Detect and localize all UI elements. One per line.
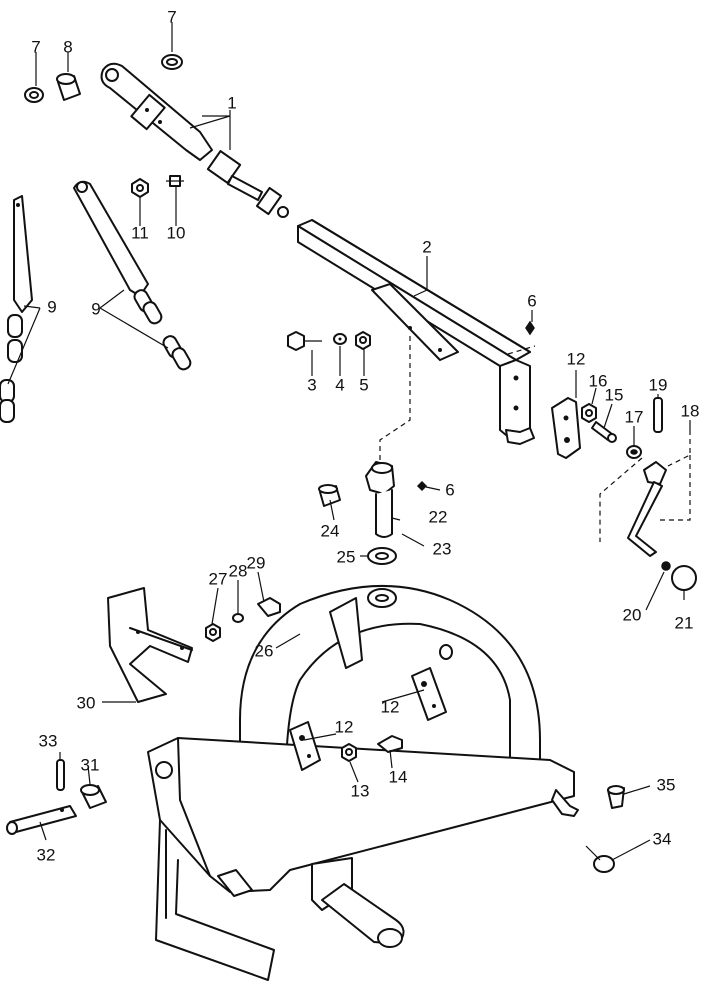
bushing-top xyxy=(161,54,183,70)
callout-12-upper: 12 xyxy=(567,349,586,368)
callout-9-right: 9 xyxy=(91,299,100,318)
callout-8: 8 xyxy=(63,37,72,56)
main-frame-26 xyxy=(147,584,579,981)
bolt-14 xyxy=(377,735,403,753)
crank-handle xyxy=(627,461,667,557)
check-chain-right xyxy=(73,180,192,371)
nut-27 xyxy=(205,623,221,642)
callout-10: 10 xyxy=(167,223,186,242)
bushing-left xyxy=(24,87,44,103)
callout-31: 31 xyxy=(81,755,100,774)
linch-pin-34 xyxy=(585,845,615,873)
drawbar xyxy=(297,219,535,445)
bracket-30 xyxy=(107,587,193,703)
pin-6-upper xyxy=(525,320,535,336)
callout-2: 2 xyxy=(422,237,431,256)
callout-6-lower: 6 xyxy=(445,480,454,499)
callout-6-upper: 6 xyxy=(527,291,536,310)
sleeve-8 xyxy=(56,73,81,101)
plate-12-upper xyxy=(551,397,581,459)
callout-24: 24 xyxy=(321,521,340,540)
callout-30: 30 xyxy=(77,693,96,712)
plate-12-lower-left xyxy=(289,721,321,771)
bolt-29 xyxy=(257,597,281,617)
sleeve-24 xyxy=(318,484,341,507)
pin-19 xyxy=(653,397,663,433)
callout-7-top: 7 xyxy=(167,7,176,26)
callout-22: 22 xyxy=(429,507,448,526)
callout-13: 13 xyxy=(351,781,370,800)
callout-21: 21 xyxy=(675,613,694,632)
callout-28: 28 xyxy=(229,561,248,580)
leader-lines xyxy=(7,22,691,861)
check-chain-left xyxy=(0,195,33,423)
callout-7-left: 7 xyxy=(31,37,40,56)
callout-3: 3 xyxy=(307,375,316,394)
bushing-31 xyxy=(80,784,107,809)
pin-33 xyxy=(56,759,65,791)
plate-12-lower-right xyxy=(411,667,447,721)
callout-labels: 1 2 3 4 5 6 6 7 7 8 9 9 10 11 12 12 12 1… xyxy=(31,7,699,864)
callout-12-lower-left: 12 xyxy=(335,717,354,736)
washer-28 xyxy=(232,613,244,623)
callout-35: 35 xyxy=(657,775,676,794)
assembly-line-crank xyxy=(599,430,691,542)
nut-13 xyxy=(341,743,357,762)
pin-32 xyxy=(6,805,77,835)
callout-9-left: 9 xyxy=(47,297,56,316)
washer-17 xyxy=(626,445,642,459)
callout-25: 25 xyxy=(337,547,356,566)
callout-5: 5 xyxy=(359,375,368,394)
callout-1: 1 xyxy=(227,93,236,112)
assembly-line-drawbar xyxy=(379,336,411,472)
callout-26: 26 xyxy=(255,641,274,660)
nut-11 xyxy=(131,178,149,198)
nut-5 xyxy=(355,331,371,350)
washer-25 xyxy=(367,547,397,565)
nut-16 xyxy=(581,403,597,423)
bolt-10 xyxy=(166,175,184,187)
callout-33: 33 xyxy=(39,731,58,750)
callout-27: 27 xyxy=(209,569,228,588)
callout-11: 11 xyxy=(131,223,149,242)
callout-12-lower-right: 12 xyxy=(381,697,400,716)
bolt-3 xyxy=(287,331,322,351)
assembly-line-pin xyxy=(507,345,536,355)
callout-23: 23 xyxy=(433,539,452,558)
hitch-pin-22 xyxy=(365,461,395,538)
callout-17: 17 xyxy=(625,407,644,426)
callout-16: 16 xyxy=(589,371,608,390)
bolt-35 xyxy=(607,785,625,809)
callout-15: 15 xyxy=(605,385,624,404)
callout-20: 20 xyxy=(623,605,642,624)
nut-20 xyxy=(661,561,671,571)
pin-23 xyxy=(401,533,425,547)
callout-29: 29 xyxy=(247,553,266,572)
knob-21 xyxy=(671,565,697,591)
top-link-assembly xyxy=(100,62,289,218)
callout-18: 18 xyxy=(681,401,700,420)
washer-4 xyxy=(333,333,347,345)
callout-34: 34 xyxy=(653,829,672,848)
callout-32: 32 xyxy=(37,845,56,864)
pin-6-lower xyxy=(416,480,428,492)
bolt-15 xyxy=(591,421,617,443)
callout-4: 4 xyxy=(335,375,344,394)
callout-19: 19 xyxy=(649,375,668,394)
callout-14: 14 xyxy=(389,767,408,786)
